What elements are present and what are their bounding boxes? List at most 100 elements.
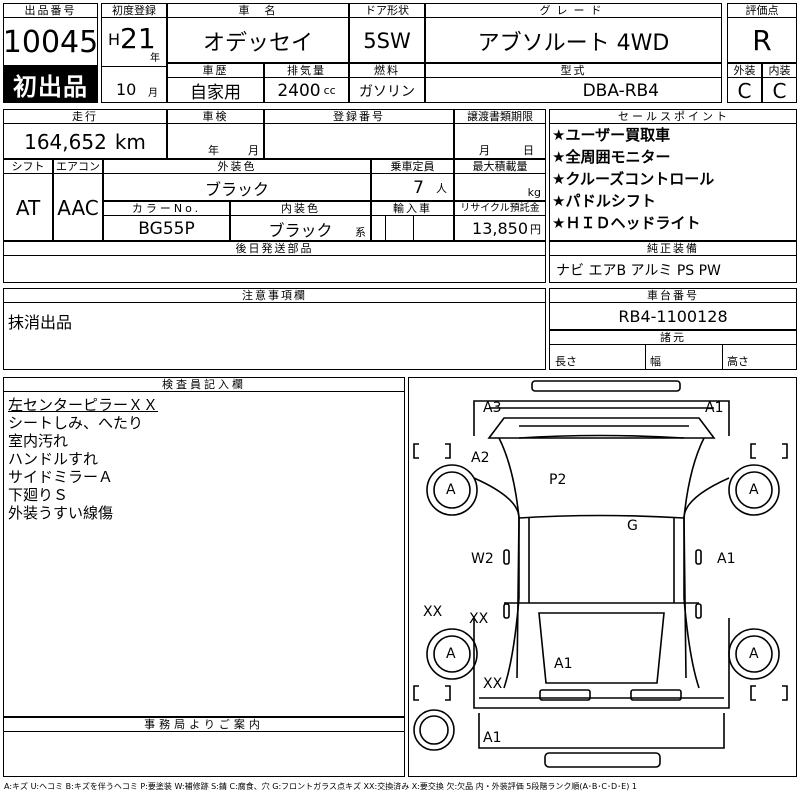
car-outline: [413, 380, 788, 768]
dimensions-cell: 諸元 長さ 幅 高さ: [549, 330, 797, 370]
later-parts-cell: 後日発送部品: [3, 241, 546, 283]
office-notice-header: 事務局よりご案内: [4, 718, 404, 732]
interior-color-suffix: 系: [355, 226, 366, 239]
chassis-number: RB4-1100128: [618, 307, 728, 326]
mileage-unit: km: [114, 129, 146, 154]
inspector-note: サイドミラーＡ: [8, 468, 114, 486]
notes-text: 抹消出品: [8, 313, 73, 332]
transfer-month-unit: 月: [479, 144, 490, 157]
inspection-month-unit: 月: [248, 144, 259, 157]
inspector-note: ハンドルすれ: [8, 450, 99, 468]
mark-hood-left: A2: [471, 450, 490, 466]
reg-year-unit: 年: [150, 53, 160, 64]
car-name: オデッセイ: [202, 30, 313, 56]
inspector-note: 外装うすい線傷: [8, 504, 114, 522]
mark-wheel-rear-right: A: [749, 646, 759, 662]
color-number-header: カラーNo.: [104, 202, 229, 216]
car-name-header: 車 名: [168, 4, 348, 18]
sales-point-item: ★全周囲モニター: [552, 148, 671, 166]
mileage: 164,652: [24, 129, 107, 154]
interior-score-cell: 内装 C: [762, 63, 797, 103]
reg-era: H: [108, 30, 121, 49]
color-number: BG55P: [138, 218, 195, 239]
transfer-day-unit: 日: [523, 144, 534, 157]
model-code-cell: 型式 DBA-RB4: [425, 63, 722, 103]
legend-text: A:キズ U:ヘコミ B:キズを伴うヘコミ P:要塗装 W:補修跡 S:錆 C:…: [4, 782, 637, 791]
exterior-color-header: 外装色: [104, 160, 370, 174]
import-header: 輸入車: [372, 202, 453, 216]
capacity: 7: [413, 177, 424, 198]
shift-cell: シフト AT: [3, 159, 53, 241]
recycle-amount: 13,850: [472, 219, 528, 238]
later-parts-header: 後日発送部品: [4, 242, 545, 256]
car-name-cell: 車 名 オデッセイ: [167, 3, 349, 63]
shift-header: シフト: [4, 160, 52, 174]
notes-header: 注意事項欄: [4, 289, 545, 303]
mark-door-right-front: A1: [717, 551, 736, 567]
mark-rear-left: XX: [483, 676, 503, 692]
registration-number-header: 登録番号: [265, 110, 453, 124]
grade-header: グレード: [426, 4, 721, 18]
first-listing-badge: 初出品: [3, 66, 98, 103]
exterior-score: C: [737, 78, 752, 103]
mark-roof: G: [627, 518, 638, 534]
aircon-header: エアコン: [54, 160, 102, 174]
reg-month-unit: 月: [148, 88, 158, 99]
mark-wheel-front-left: A: [446, 482, 456, 498]
reg-month: 10: [116, 80, 137, 99]
capacity-header: 乗車定員: [372, 160, 453, 174]
chassis-number-header: 車台番号: [550, 289, 796, 303]
fuel-header: 燃料: [350, 64, 424, 78]
displacement-header: 排気量: [265, 64, 348, 78]
capacity-cell: 乗車定員 7 人: [371, 159, 454, 201]
car-diagram-panel: A3 A1 A2 P2 G A A W2 A1 XX XX A A A1 XX …: [408, 377, 797, 777]
grade: アブソルート 4WD: [477, 30, 670, 56]
interior-color-cell: 内装色 ブラック 系: [230, 201, 371, 241]
recycle-cell: リサイクル預託金 13,850 円: [454, 201, 546, 241]
lot-number-cell: 出品番号 10045: [3, 3, 98, 66]
lot-number-header: 出品番号: [4, 4, 97, 18]
inspector-note: 下廻りＳ: [8, 486, 69, 504]
sales-points-panel: セールスポイント ★ユーザー買取車 ★全周囲モニター ★クルーズコントロール ★…: [549, 109, 797, 241]
sales-points-header: セールスポイント: [550, 110, 796, 124]
fuel-cell: 燃料 ガソリン: [349, 63, 425, 103]
sales-point-item: ★パドルシフト: [552, 192, 656, 210]
mark-front-left: A3: [483, 400, 502, 416]
history-cell: 車歴 自家用: [167, 63, 264, 103]
inspector-notes-panel: 検査員記入欄 左センターピラーＸＸ シートしみ、へたり 室内汚れ ハンドルすれ …: [3, 377, 405, 717]
history: 自家用: [190, 83, 241, 103]
dimension-length-label: 長さ: [555, 355, 577, 368]
model-code-header: 型式: [426, 64, 721, 78]
max-load-header: 最大積載量: [455, 160, 545, 174]
shift: AT: [15, 195, 41, 220]
score-cell: 評価点 R: [727, 3, 797, 63]
door-type-cell: ドア形状 5SW: [349, 3, 425, 63]
mark-wheel-front-right: A: [749, 482, 759, 498]
recycle-header: リサイクル預託金: [455, 202, 545, 216]
displacement-unit: cc: [323, 84, 336, 97]
grade-cell: グレード アブソルート 4WD: [425, 3, 722, 63]
inspector-notes-header: 検査員記入欄: [4, 378, 404, 392]
inspection-year-unit: 年: [208, 144, 219, 157]
inspector-note: 左センターピラーＸＸ: [8, 396, 159, 414]
mark-pillar-left: XX: [423, 604, 443, 620]
genuine-equipment: ナビ エアB アルミ PS PW: [556, 262, 721, 279]
aircon: AAC: [57, 195, 99, 220]
max-load-unit: kg: [527, 186, 541, 199]
inspection-header: 車検: [168, 110, 263, 124]
inspection-cell: 車検 年 月: [167, 109, 264, 159]
registration-number-cell: 登録番号: [264, 109, 454, 159]
sales-point-item: ★ＨＩＤヘッドライト: [552, 214, 701, 232]
genuine-equipment-cell: 純正装備 ナビ エアB アルミ PS PW: [549, 241, 797, 283]
capacity-unit: 人: [436, 181, 447, 195]
exterior-score-cell: 外装 C: [727, 63, 762, 103]
aircon-cell: エアコン AAC: [53, 159, 103, 241]
interior-color: ブラック: [268, 220, 333, 240]
mark-rear-bumper: A1: [483, 730, 502, 746]
reg-year: 21: [120, 22, 156, 55]
door-type: 5SW: [363, 28, 411, 53]
mark-front-right: A1: [705, 400, 724, 416]
dimension-height-label: 高さ: [727, 355, 749, 368]
first-registration-header: 初度登録: [102, 4, 166, 18]
mark-rear-glass: A1: [554, 656, 573, 672]
